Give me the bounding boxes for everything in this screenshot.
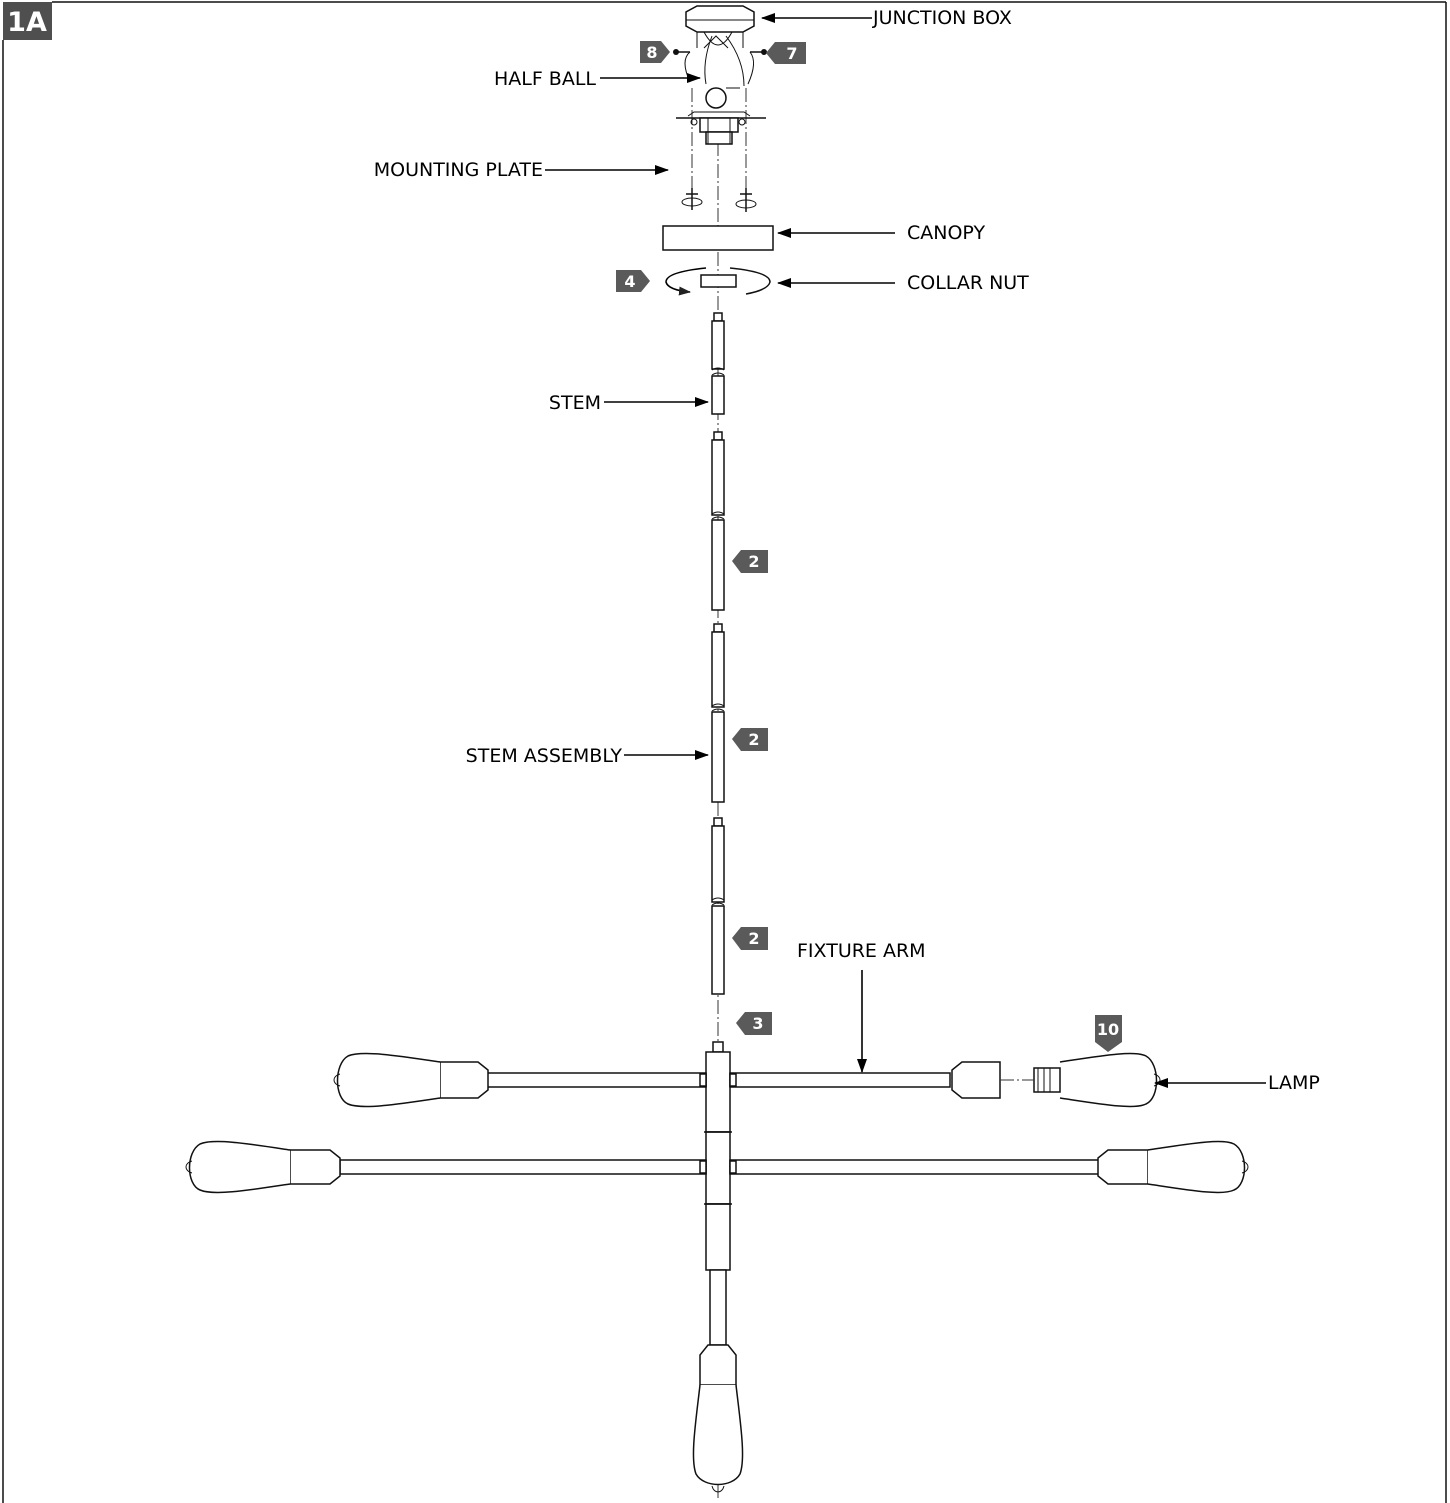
label-canopy: CANOPY (907, 222, 985, 244)
mounting-screw-right (735, 188, 757, 212)
svg-text:2: 2 (748, 929, 759, 948)
leader-arrows (545, 13, 1266, 1088)
lamp-bottom (692, 1384, 744, 1493)
svg-text:4: 4 (624, 272, 635, 291)
svg-text:3: 3 (752, 1014, 763, 1033)
socket-upper-right (951, 1061, 1001, 1099)
svg-text:8: 8 (646, 43, 657, 62)
label-collar-nut: COLLAR NUT (907, 272, 1029, 294)
label-junction-box: JUNCTION BOX (872, 7, 1012, 29)
step-badge-3: 3 (736, 1012, 772, 1035)
socket-lower-left (289, 1149, 341, 1185)
step-badge-2-c: 2 (732, 927, 768, 950)
step-badge-8: 8 (640, 41, 670, 63)
mounting-plate (676, 111, 766, 145)
collar-nut (665, 267, 771, 296)
label-mounting-plate: MOUNTING PLATE (374, 159, 543, 181)
label-lamp: LAMP (1268, 1072, 1320, 1094)
lamp-upper-right (1000, 1052, 1161, 1108)
junction-box (685, 5, 755, 49)
stem-section-1 (711, 431, 725, 611)
lamp-lower-right (1147, 1140, 1249, 1194)
svg-text:10: 10 (1097, 1020, 1119, 1039)
lamp-upper-left (333, 1052, 441, 1108)
stem-section-2 (711, 623, 725, 803)
fixture-hub (704, 1041, 732, 1346)
figure-id: 1A (7, 7, 47, 38)
fixture-arm-lower (339, 1159, 1101, 1175)
svg-text:7: 7 (786, 44, 797, 63)
socket-lower-right (1097, 1149, 1149, 1185)
step-badge-4: 4 (616, 270, 650, 292)
socket-upper-left (439, 1061, 489, 1099)
figure-tag-bg (3, 2, 52, 40)
step-badge-10: 10 (1095, 1015, 1122, 1052)
half-ball (705, 87, 740, 109)
figure-tag: 1A (3, 2, 52, 40)
mounting-screw-left (681, 188, 703, 210)
label-fixture-arm: FIXTURE ARM (797, 940, 926, 962)
label-stem: STEM (549, 392, 601, 414)
label-stem-assembly: STEM ASSEMBLY (466, 745, 623, 767)
step-badge-2-a: 2 (732, 550, 768, 573)
svg-text:2: 2 (748, 730, 759, 749)
canopy (662, 225, 774, 251)
stem-section-3 (711, 817, 725, 995)
socket-bottom (699, 1344, 737, 1386)
svg-text:2: 2 (748, 552, 759, 571)
stem (711, 312, 725, 415)
lamp-lower-left (185, 1140, 291, 1194)
label-half-ball: HALF BALL (494, 68, 596, 90)
step-badge-7: 7 (766, 42, 806, 64)
fixture-arm-upper (486, 1072, 951, 1088)
step-badge-2-b: 2 (732, 728, 768, 751)
